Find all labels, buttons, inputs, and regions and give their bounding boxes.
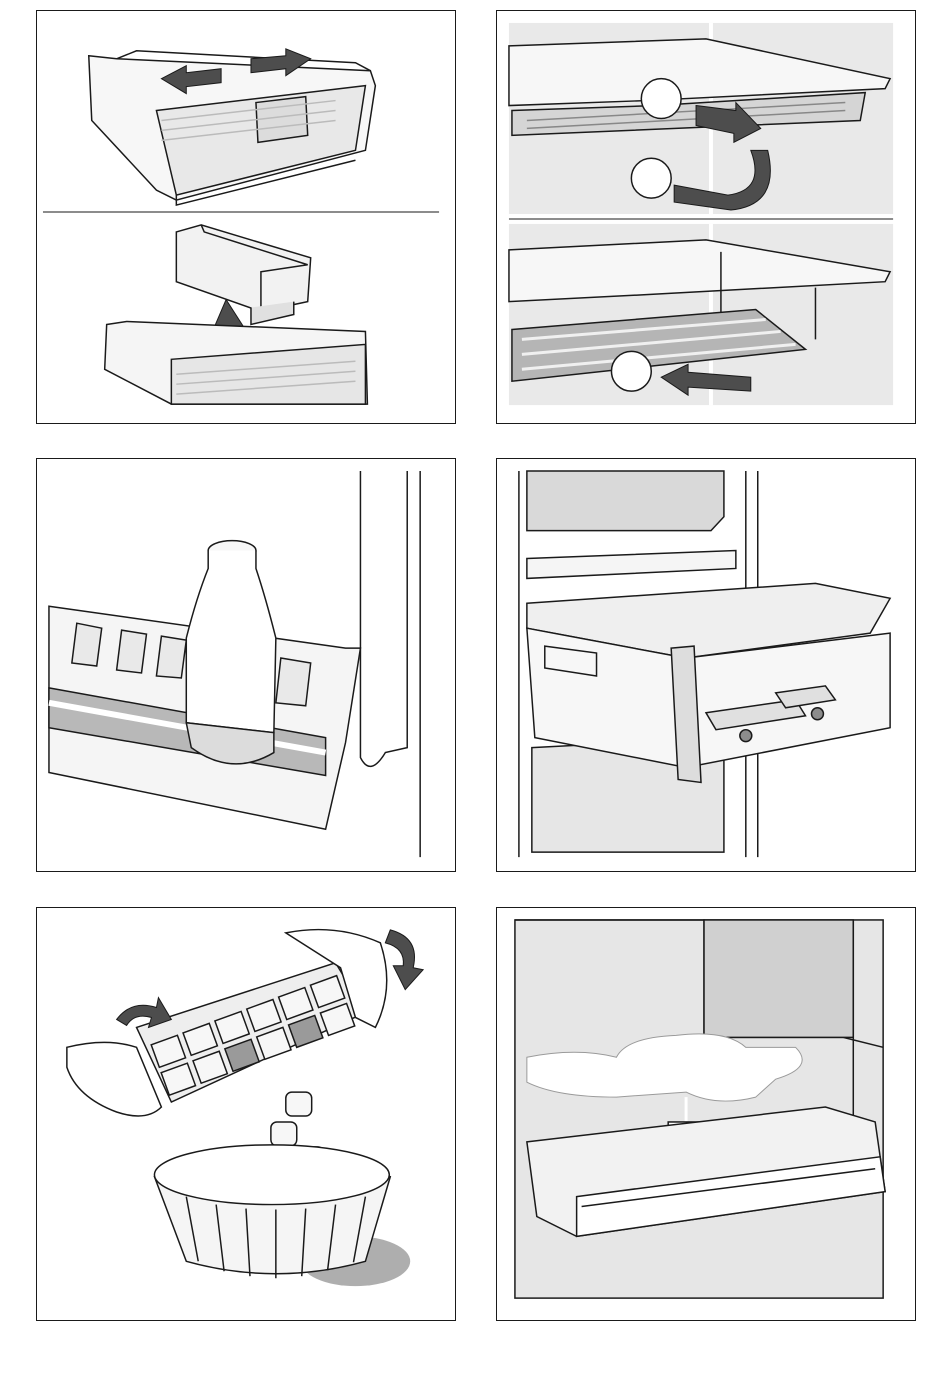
crisper-insert-box xyxy=(176,225,310,325)
illustration-panel-defrost xyxy=(496,907,916,1321)
illustration-panel-crisper-divider xyxy=(36,10,456,424)
illustration-panel-door-shelf xyxy=(36,458,456,872)
ice-tray xyxy=(137,963,366,1102)
glass-shelf-illustration xyxy=(497,11,915,423)
step-marker-3 xyxy=(611,351,651,391)
door-edge xyxy=(360,471,420,857)
bowl xyxy=(154,1145,410,1286)
illustration-panel-freezer-drawer xyxy=(496,458,916,872)
ice-tray-illustration xyxy=(37,908,455,1320)
crisper-drawer-bottom xyxy=(105,321,368,404)
defrost-illustration xyxy=(497,908,915,1320)
crisper-drawer-top xyxy=(89,51,376,205)
freezer-drawer-illustration xyxy=(497,459,915,871)
step-marker-1 xyxy=(641,79,681,119)
crisper-divider-illustration xyxy=(37,11,455,423)
door-shelf-illustration xyxy=(37,459,455,871)
illustration-panel-ice-tray xyxy=(36,907,456,1321)
step-marker-2 xyxy=(631,158,671,198)
illustration-panel-glass-shelf xyxy=(496,10,916,424)
milk-bottle xyxy=(186,541,276,764)
rotate-right-arrow-icon xyxy=(385,930,423,990)
